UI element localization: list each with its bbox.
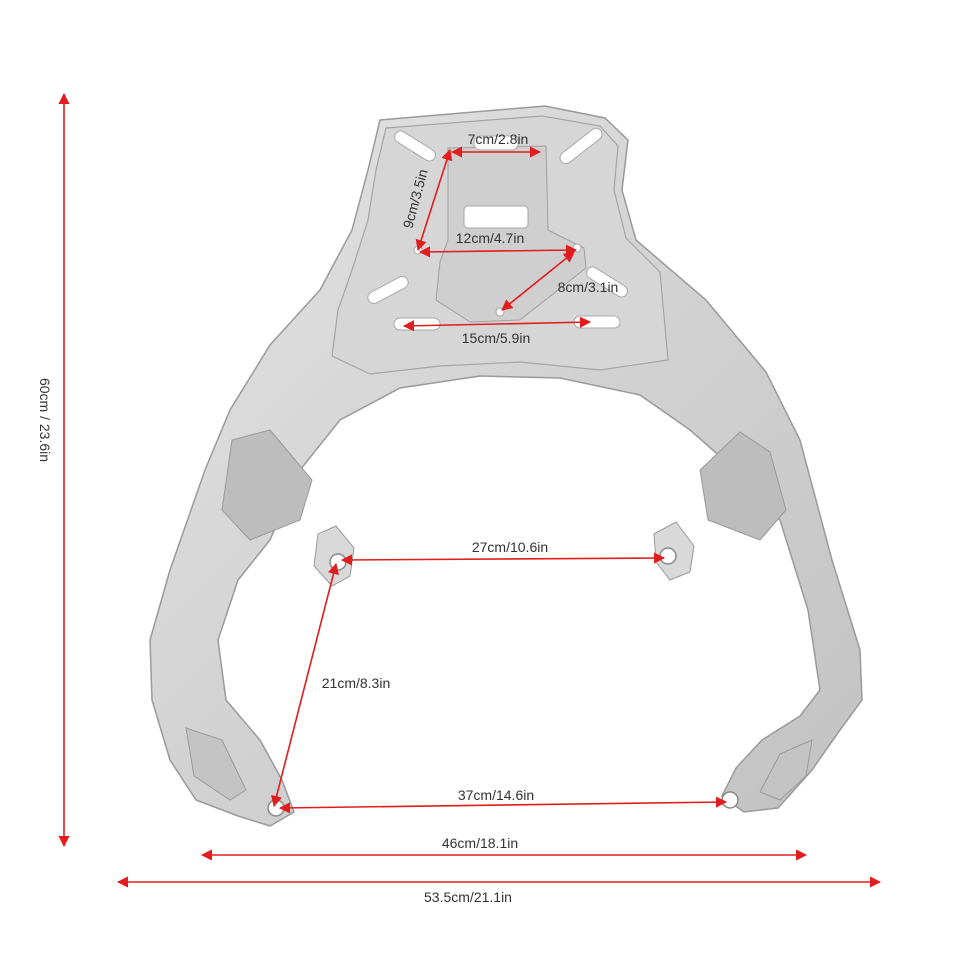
dim-line-lower-slots: [402, 316, 592, 332]
left-foot-facet: [185, 727, 247, 801]
mount-hole-upper-right: [659, 547, 677, 565]
label-mount-vertical: 21cm/8.3in: [322, 675, 390, 691]
label-upper-holes: 12cm/4.7in: [456, 230, 524, 246]
right-facet: [699, 431, 787, 541]
slot-bottom-left: [393, 317, 441, 331]
label-top-slot: 7cm/2.8in: [468, 131, 529, 147]
label-center-diagonal: 8cm/3.1in: [558, 279, 619, 295]
label-inner-base: 46cm/18.1in: [442, 835, 518, 851]
mount-hole-lower-right: [721, 791, 739, 809]
label-overall-width: 53.5cm/21.1in: [424, 889, 512, 905]
label-lower-slots: 15cm/5.9in: [462, 330, 530, 346]
dimension-lines: [58, 92, 882, 888]
dim-line-top-vertical: [415, 148, 453, 252]
dim-line-mount-vertical: [271, 562, 339, 808]
left-facet: [221, 429, 313, 541]
dim-line-upper-mounts: [340, 552, 666, 566]
right-foot-facet: [759, 739, 813, 801]
rack-frame: [149, 105, 863, 827]
label-upper-mounts: 27cm/10.6in: [472, 539, 548, 555]
slot-center: [463, 205, 529, 229]
slot-top-right: [559, 127, 603, 165]
label-overall-height: 60cm / 23.6in: [37, 378, 53, 462]
slot-mid-left: [367, 275, 409, 305]
label-lower-mounts: 37cm/14.6in: [458, 787, 534, 803]
mount-hole-upper-left: [329, 553, 347, 571]
dim-line-center-diagonal: [501, 251, 575, 311]
dim-line-lower-mounts: [278, 796, 728, 814]
slot-mid-right: [586, 266, 628, 298]
dim-line-upper-holes: [418, 244, 578, 258]
luggage-rack: [149, 105, 863, 827]
